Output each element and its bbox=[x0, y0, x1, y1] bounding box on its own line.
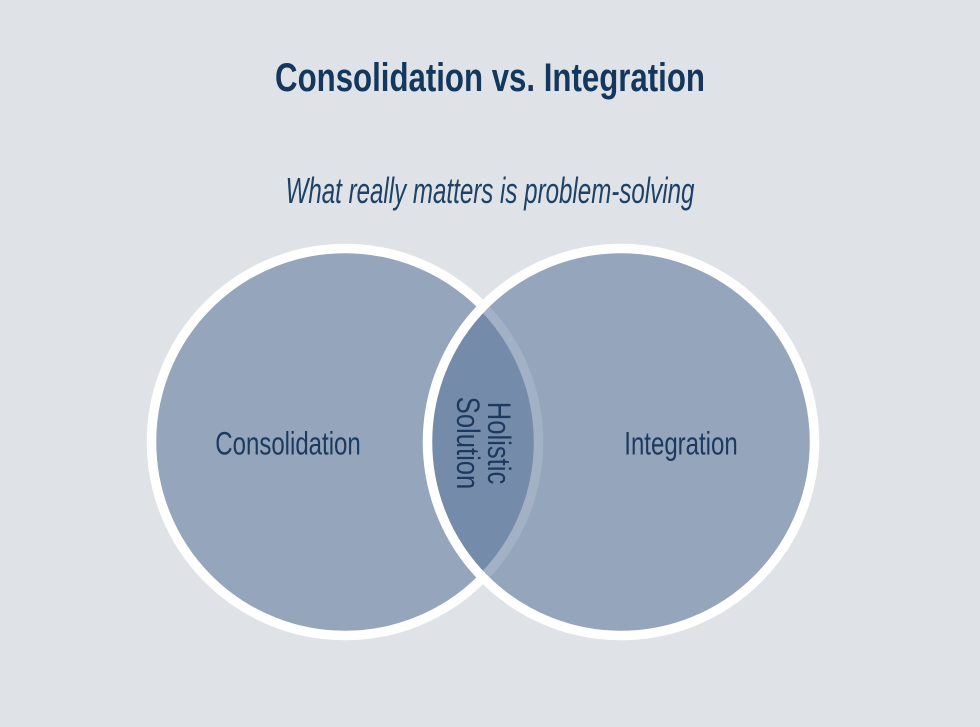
venn-label-holistic-solution: Holistic Solution bbox=[450, 396, 517, 490]
slide-title: Consolidation vs. Integration bbox=[275, 56, 705, 100]
slide-subtitle: What really matters is problem-solving bbox=[285, 170, 695, 211]
overlap-label-line1: Holistic bbox=[481, 401, 517, 485]
venn-label-integration: Integration bbox=[624, 425, 738, 462]
venn-circle-integration bbox=[422, 243, 820, 641]
overlap-label-line2: Solution bbox=[450, 396, 486, 490]
venn-label-consolidation: Consolidation bbox=[215, 425, 361, 462]
